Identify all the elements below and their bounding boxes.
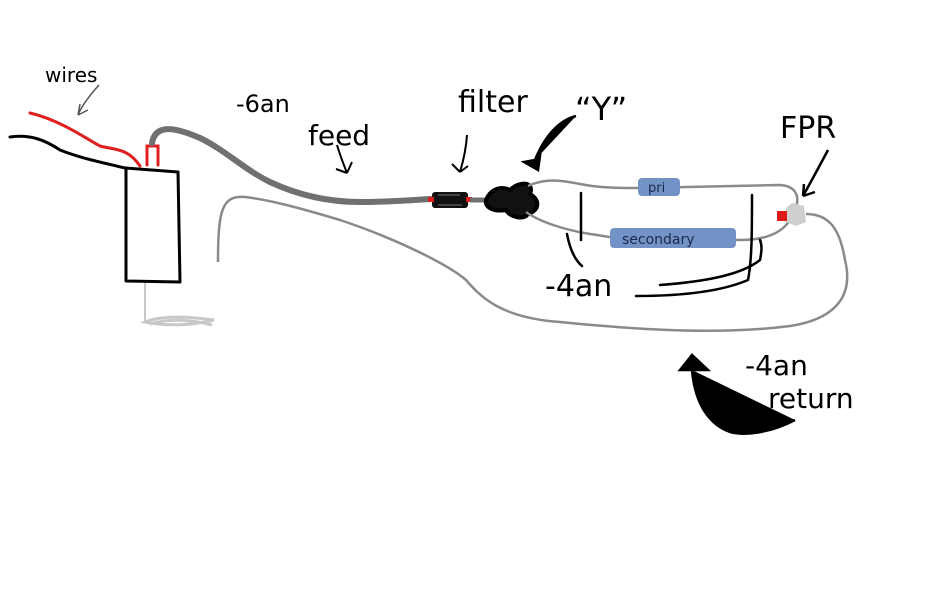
branch-size-label: -4an (545, 269, 612, 304)
feed-line (149, 126, 435, 206)
wires-arrow (77, 84, 100, 116)
y-fitting (470, 181, 540, 220)
filter-arrow (451, 134, 469, 173)
return-size-label: -4an (745, 349, 808, 382)
wires-label: wires (45, 63, 97, 87)
fuel-pump (124, 166, 182, 284)
feed-label: feed (308, 119, 370, 152)
primary-rail (638, 178, 680, 196)
y-fitting-label: “Y” (575, 90, 627, 128)
fpr-label: FPR (780, 111, 836, 146)
primary-rail-label: pri (648, 181, 665, 196)
fpr (777, 203, 806, 226)
red-wire-left (28, 111, 142, 168)
filter (428, 192, 472, 208)
branch-line-lower (525, 210, 792, 242)
branch-bracket-left (565, 191, 584, 268)
red-wire-connector (145, 144, 160, 167)
pickup-sock (139, 315, 215, 327)
feed-size-label: -6an (236, 90, 290, 118)
return-line (216, 195, 849, 333)
ground-line (8, 134, 127, 170)
return-label: return (768, 382, 854, 415)
feed-arrow (335, 144, 353, 174)
y-arrow (520, 114, 577, 172)
secondary-rail-label: secondary (622, 232, 695, 248)
secondary-rail (610, 228, 736, 248)
return-arrow (677, 353, 796, 435)
fpr-arrow (801, 149, 830, 198)
filter-label: filter (458, 85, 528, 120)
branch-bracket-right (634, 193, 763, 298)
branch-line-upper (527, 179, 799, 209)
